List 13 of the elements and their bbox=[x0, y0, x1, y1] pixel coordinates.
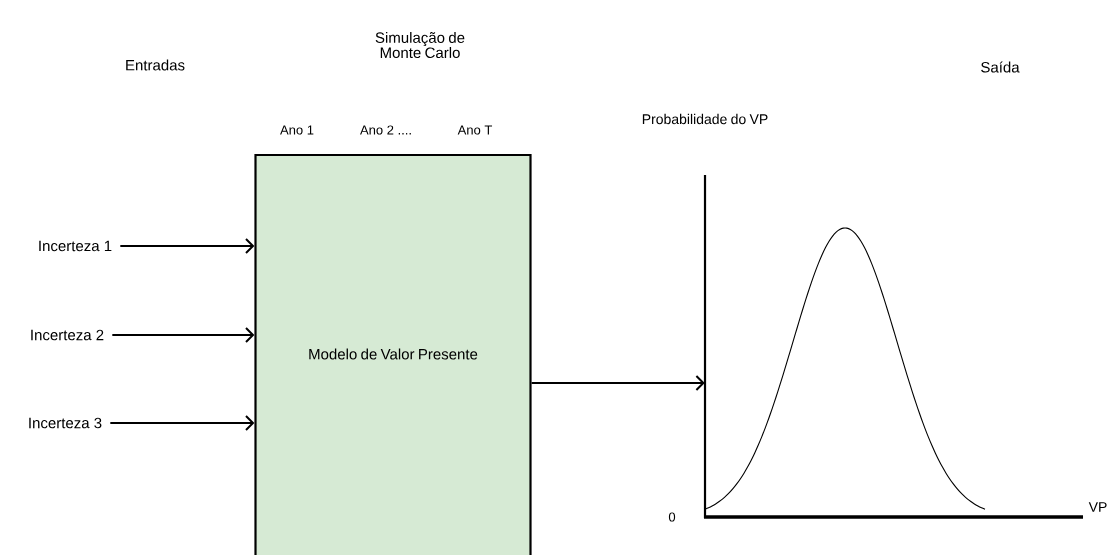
year-label: Ano 1 bbox=[280, 125, 314, 135]
page-title: Simulação de Monte Carlo bbox=[375, 31, 465, 58]
input-label: Incerteza 2 bbox=[31, 329, 104, 341]
model-box: Modelo de Valor Presente bbox=[254, 153, 532, 555]
input-label: Incerteza 1 bbox=[39, 240, 112, 252]
axis-title: Probabilidade do VP bbox=[642, 113, 768, 125]
distribution-curve-drawing bbox=[703, 175, 1083, 519]
axis-tick-label: 0 bbox=[668, 512, 676, 522]
year-label: Ano T bbox=[457, 125, 493, 135]
section-label: Saída bbox=[981, 61, 1020, 73]
year-label: Ano 2 .... bbox=[360, 125, 411, 135]
input-label: Incerteza 3 bbox=[29, 417, 102, 429]
section-label: Entradas bbox=[126, 59, 185, 71]
